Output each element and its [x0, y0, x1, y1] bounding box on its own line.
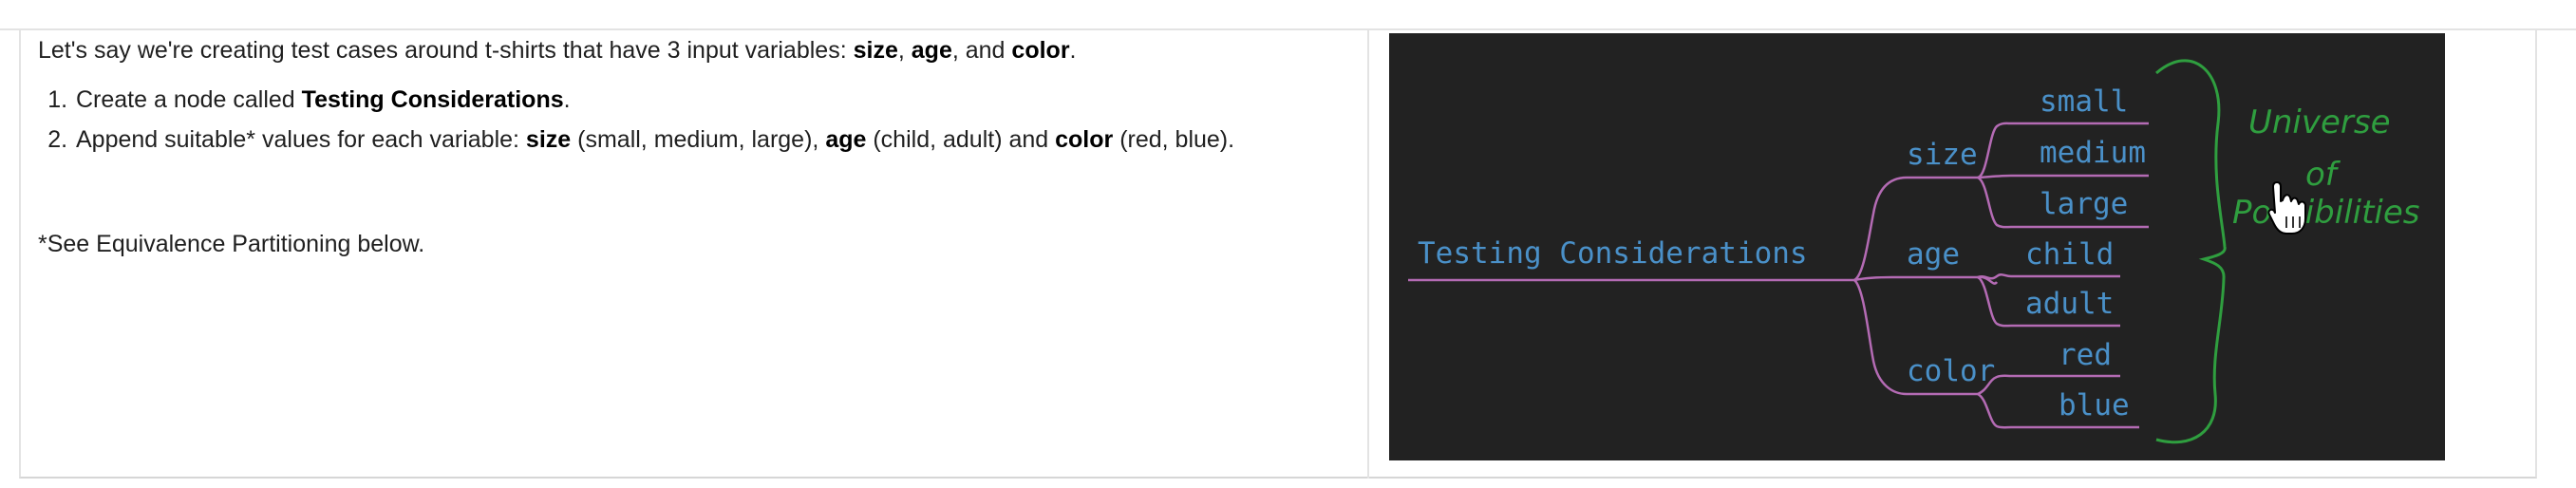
- mindmap-root: Testing Considerations: [1418, 236, 1808, 271]
- intro-text: Let's say we're creating test cases arou…: [38, 37, 854, 64]
- connector-color: [1853, 279, 1978, 396]
- intro-sep: ,: [897, 37, 912, 64]
- footnote: *See Equivalence Partitioning below.: [38, 231, 425, 257]
- curly-brace: [2155, 59, 2227, 444]
- hand-pointer-icon: [2267, 181, 2306, 235]
- content-table: Let's say we're creating test cases arou…: [19, 28, 2537, 479]
- connector-red: [1977, 374, 2120, 396]
- intro-var-color: color: [1011, 37, 1070, 64]
- connector-blue: [1977, 392, 2139, 429]
- mindmap-leaf-medium: medium: [2040, 136, 2146, 170]
- connector-large: [1977, 176, 2149, 229]
- intro-var-age: age: [911, 37, 952, 64]
- instructions-column: Let's say we're creating test cases arou…: [38, 28, 1358, 257]
- step-text: Create a node called: [76, 86, 302, 113]
- mindmap-leaf-adult: adult: [2025, 287, 2114, 321]
- connector-size: [1853, 176, 1978, 282]
- column-divider: [1367, 28, 1369, 479]
- mindmap-lines: [1408, 122, 2149, 429]
- step-text: (small, medium, large),: [571, 126, 826, 153]
- connector-child2: [1977, 275, 1999, 285]
- step-text: .: [563, 86, 571, 113]
- step-text: (red, blue).: [1113, 126, 1235, 153]
- connector-adult: [1977, 275, 2120, 328]
- connector-age: [1853, 275, 1978, 282]
- intro-sep: , and: [951, 37, 1012, 64]
- mindmap-image: Testing Considerations size age color sm…: [1389, 33, 2445, 460]
- annotation-universe: Universe: [2248, 103, 2391, 141]
- mindmap-branch-size: size: [1907, 138, 1978, 172]
- connector-small: [1977, 122, 2149, 179]
- mindmap-branch-color: color: [1907, 354, 1995, 388]
- top-rule: [0, 0, 2576, 30]
- list-item: Create a node called Testing Considerati…: [74, 84, 1358, 116]
- annotation-possibilities: Possibilities: [2232, 194, 2420, 232]
- mindmap-labels: Testing Considerations size age color sm…: [1418, 84, 2146, 422]
- connector-child: [1977, 272, 2120, 280]
- steps-list: Create a node called Testing Considerati…: [38, 84, 1358, 156]
- step-text: Append suitable* values for each variabl…: [76, 126, 526, 153]
- list-item: Append suitable* values for each variabl…: [74, 123, 1358, 156]
- intro-var-size: size: [853, 37, 898, 64]
- mindmap-leaf-child: child: [2025, 237, 2114, 272]
- step-bold: age: [825, 126, 867, 153]
- mindmap-svg: Testing Considerations size age color sm…: [1408, 59, 2420, 444]
- annotation-group: Universe of Possibilities: [2232, 103, 2420, 232]
- mindmap-leaf-large: large: [2040, 187, 2128, 221]
- mindmap-leaf-blue: blue: [2059, 388, 2130, 422]
- annotation-of: of: [2305, 156, 2341, 194]
- step-bold: color: [1055, 126, 1114, 153]
- connector-medium: [1977, 174, 2149, 179]
- step-bold: size: [525, 126, 572, 153]
- step-text: (child, adult) and: [866, 126, 1056, 153]
- mindmap-branch-age: age: [1907, 237, 1960, 272]
- mindmap-leaf-red: red: [2059, 338, 2112, 372]
- mindmap-leaf-small: small: [2040, 84, 2128, 119]
- intro-end: .: [1069, 37, 1077, 64]
- intro-paragraph: Let's say we're creating test cases arou…: [38, 34, 1358, 66]
- step-bold: Testing Considerations: [301, 86, 564, 113]
